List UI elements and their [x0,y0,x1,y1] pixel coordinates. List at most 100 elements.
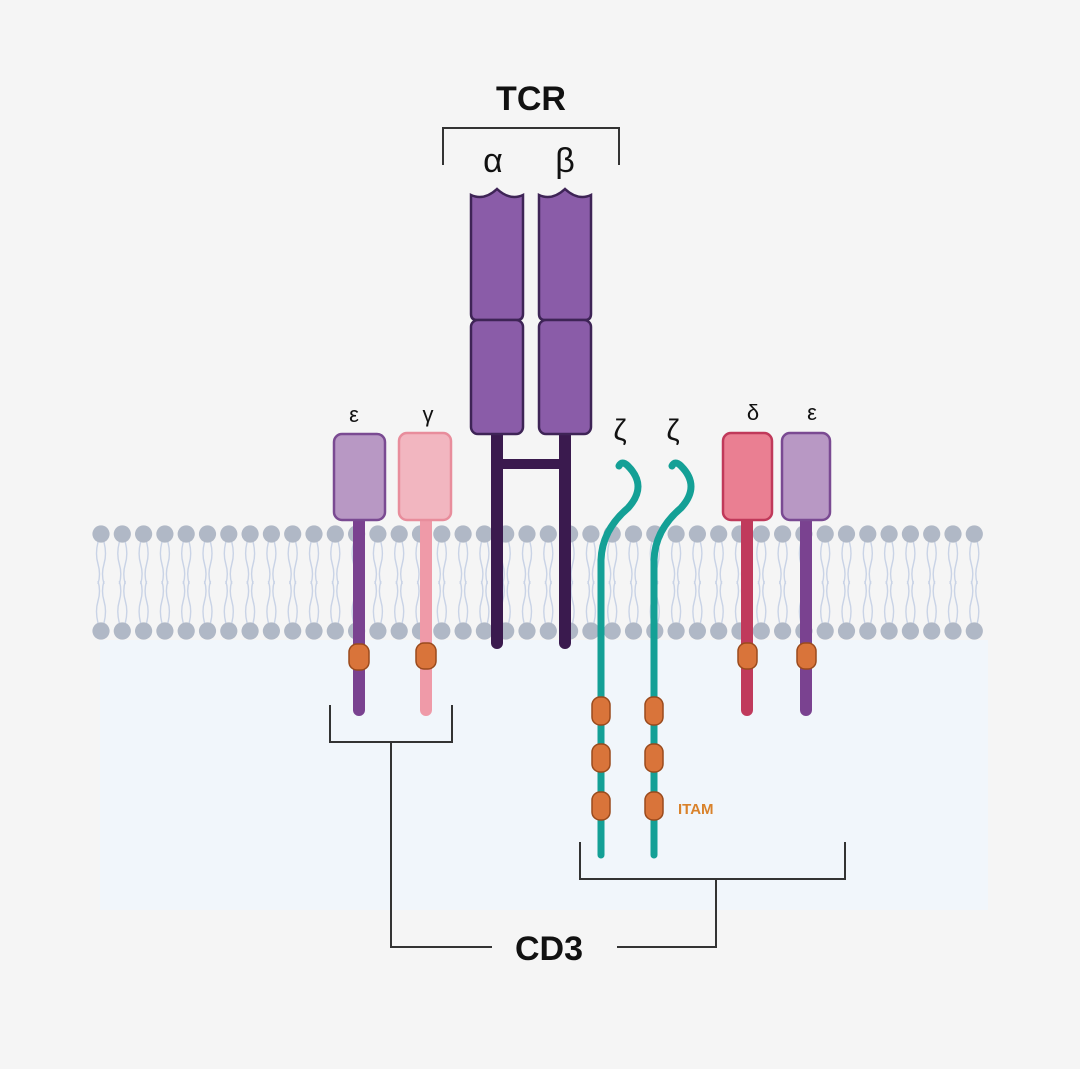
cd3-epsilon-left: ε [332,402,387,716]
lipid-head [369,622,387,640]
lipid-tail [820,580,831,624]
lipid-head [518,622,536,640]
lipid-head [774,525,792,543]
lipid-head [284,622,302,640]
lipid-tail [713,580,724,624]
lipid-head [688,525,707,543]
lipid-head [198,525,217,543]
cd3-epsilon-right-motif [796,642,817,670]
lipid-tail [905,580,916,624]
lipid-tail [926,541,937,585]
lipid-tail [223,580,234,624]
itam-motif [644,743,664,773]
lipid-tail [202,541,213,585]
lipid-head [923,525,941,543]
lipid-tail [969,580,980,624]
lipid-head [241,622,259,640]
lipid-tail [266,580,277,624]
lipid-tail [330,541,341,585]
lipid-head [454,622,472,640]
lipid-head [390,525,408,543]
lipid-head [92,525,110,543]
lipid-tail [266,541,277,585]
cd3-gamma-domain [397,431,453,522]
lipid-head [901,525,920,543]
lipid-head [305,622,323,640]
lipid-head [262,622,280,640]
lipid-tail [628,580,639,624]
lipid-head [369,525,387,543]
delta-label: δ [747,400,759,425]
lipid-tail [777,580,788,624]
cd3-epsilon-right: ε [780,400,832,716]
itam-motif [591,791,611,821]
lipid-tail [95,541,107,585]
lipid-tail [181,541,192,585]
cd3-gamma: γ [397,402,453,716]
lipid-tail [713,541,724,585]
lipid-head [688,622,707,640]
lipid-tail [969,541,980,585]
lipid-head [901,622,920,640]
lipid-tail [372,541,384,585]
lipid-tail [841,580,852,624]
lipid-head [326,525,344,543]
lipid-head [944,525,962,543]
lipid-tail [926,580,937,624]
itam-motif [644,791,664,821]
lipid-tail [330,580,341,624]
lipid-tail [479,580,490,624]
lipid-tail [181,580,192,624]
lipid-head [923,622,941,640]
cd3-delta-domain [721,431,774,522]
lipid-head [582,622,600,640]
lipid-tail [947,541,959,585]
lipid-head [326,622,344,640]
lipid-head [454,525,472,543]
lipid-tail [756,541,767,585]
lipid-head [710,622,728,640]
lipid-head [539,525,557,543]
tcr-complex: TCR α β [442,80,620,649]
lipid-head [220,622,238,640]
lipid-tail [117,580,128,624]
lipid-tail [777,541,788,585]
lipid-tail [607,580,618,624]
cd3-epsilon-right-domain [780,431,832,522]
lipid-head [135,525,153,543]
beta-label: β [555,142,575,180]
lipid-head [113,525,131,543]
zeta-chain-2 [650,459,695,859]
lipid-head [859,622,877,640]
lipid-head [944,622,962,640]
cytoplasm-region [100,640,988,910]
lipid-tail [521,541,533,585]
lipid-head [539,622,557,640]
lipid-tail [95,580,107,624]
lipid-head [241,525,259,543]
tcr-beta-constant-domain [537,318,593,436]
cd3-right-connector [617,879,717,948]
lipid-head [113,622,131,640]
lipid-head [177,622,195,640]
tcr-alpha-variable-domain [469,187,525,322]
lipid-tail [628,541,639,585]
lipid-head [433,622,451,640]
lipid-head [837,525,856,543]
lipid-tail [457,580,469,624]
epsilon-left-label: ε [349,402,359,427]
lipid-head [710,525,728,543]
lipid-head [433,525,451,543]
lipid-tail [223,541,234,585]
cell-membrane [92,525,983,640]
lipid-head [816,525,834,543]
lipid-tail [394,541,405,585]
tcr-beta-variable-domain [537,187,593,322]
itam-motif [591,743,611,773]
lipid-tail [585,580,597,624]
lipid-tail [905,541,916,585]
lipid-tail [670,580,682,624]
lipid-tail [862,541,873,585]
lipid-tail [436,580,447,624]
lipid-tail [394,580,405,624]
